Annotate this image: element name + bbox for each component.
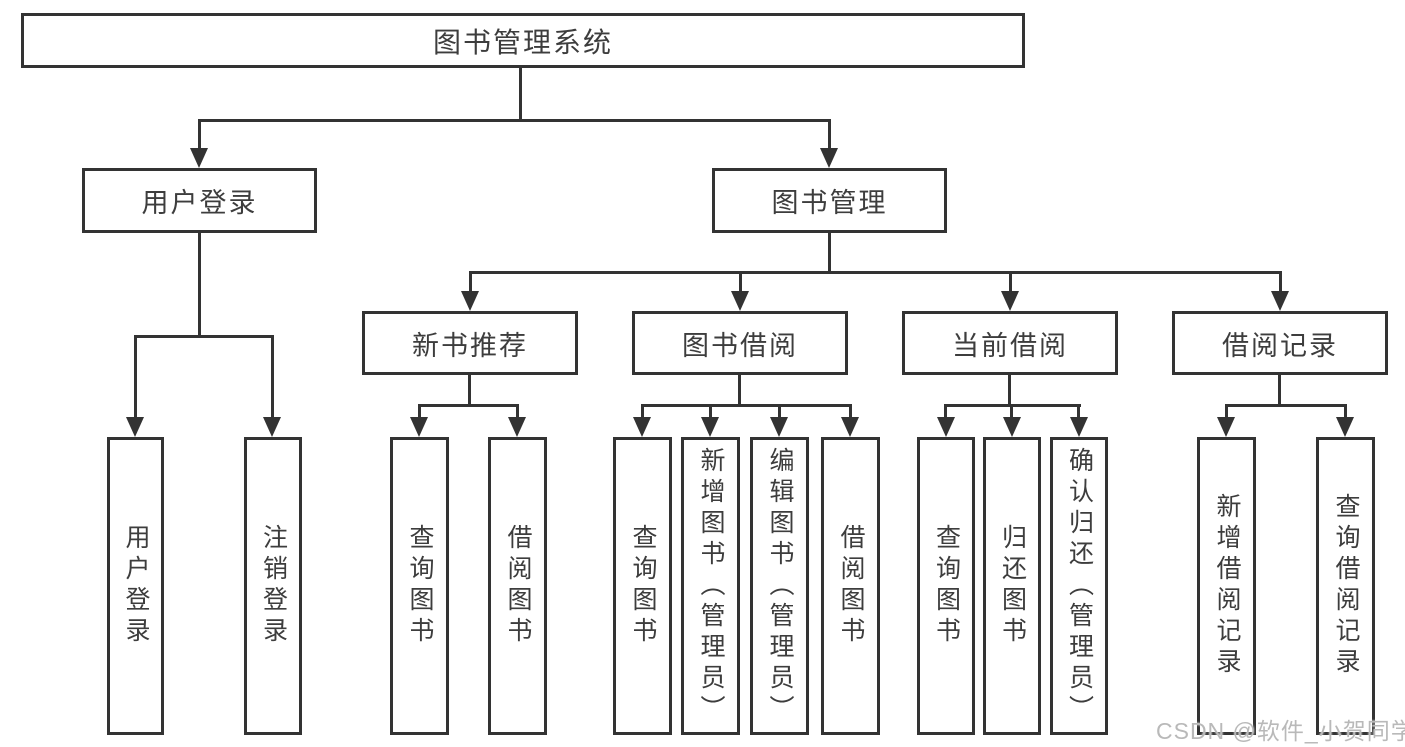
connector-arrowhead-icon bbox=[1001, 291, 1019, 311]
leaf-user-login: 用户登录 bbox=[107, 437, 164, 735]
leaf-label: 查询图书 bbox=[629, 524, 657, 648]
connector-arrowhead-icon bbox=[1271, 291, 1289, 311]
connector-arrowhead-icon bbox=[1003, 417, 1021, 437]
node-label: 借阅记录 bbox=[1222, 330, 1338, 361]
node-book-borrowing: 图书借阅 bbox=[632, 311, 848, 375]
connector-line bbox=[1225, 404, 1347, 407]
leaf-label: 查询借阅记录 bbox=[1332, 493, 1360, 679]
connector-line bbox=[134, 335, 137, 422]
connector-line bbox=[738, 373, 741, 407]
connector-line bbox=[1344, 404, 1347, 422]
leaf-label: 查询图书 bbox=[932, 524, 961, 648]
connector-line bbox=[849, 404, 852, 422]
connector-line bbox=[198, 119, 831, 122]
leaf-cb-query-books: 查询图书 bbox=[917, 437, 975, 735]
connector-arrowhead-icon bbox=[841, 417, 859, 437]
node-label: 当前借阅 bbox=[952, 330, 1068, 361]
connector-line bbox=[1009, 271, 1012, 297]
leaf-label: 借阅图书 bbox=[504, 524, 532, 648]
connector-arrowhead-icon bbox=[461, 291, 479, 311]
leaf-bb-query-books: 查询图书 bbox=[613, 437, 672, 735]
leaf-br-query-borrow-record: 查询借阅记录 bbox=[1316, 437, 1375, 735]
leaf-nb-query-books: 查询图书 bbox=[390, 437, 449, 735]
leaf-bb-edit-books-admin: 编辑图书（管理员） bbox=[750, 437, 809, 735]
connector-arrowhead-icon bbox=[190, 148, 208, 168]
leaf-logout: 注销登录 bbox=[244, 437, 302, 735]
leaf-cb-confirm-return-admin: 确认归还（管理员） bbox=[1050, 437, 1108, 735]
leaf-label: 查询图书 bbox=[406, 524, 434, 648]
leaf-label: 归还图书 bbox=[998, 524, 1027, 648]
connector-arrowhead-icon bbox=[633, 417, 651, 437]
connector-arrowhead-icon bbox=[1070, 417, 1088, 437]
leaf-label: 新增借阅记录 bbox=[1213, 493, 1241, 679]
connector-arrowhead-icon bbox=[937, 417, 955, 437]
connector-line bbox=[1077, 404, 1080, 422]
connector-line bbox=[1225, 404, 1228, 422]
node-label: 用户登录 bbox=[141, 188, 258, 218]
connector-line bbox=[516, 404, 519, 422]
leaf-nb-borrow-books: 借阅图书 bbox=[488, 437, 547, 735]
connector-line bbox=[418, 404, 519, 407]
connector-line bbox=[828, 231, 831, 274]
leaf-label: 用户登录 bbox=[122, 524, 150, 648]
connector-arrowhead-icon bbox=[731, 291, 749, 311]
connector-arrowhead-icon bbox=[263, 417, 281, 437]
node-user-login: 用户登录 bbox=[82, 168, 317, 233]
connector-arrowhead-icon bbox=[1217, 417, 1235, 437]
node-label: 图书管理 bbox=[771, 188, 888, 218]
node-current-borrowing: 当前借阅 bbox=[902, 311, 1118, 375]
connector-arrowhead-icon bbox=[126, 417, 144, 437]
node-label: 图书借阅 bbox=[682, 330, 798, 361]
node-borrowing-records: 借阅记录 bbox=[1172, 311, 1388, 375]
node-new-book-recommendation: 新书推荐 bbox=[362, 311, 578, 375]
leaf-label: 新增图书（管理员） bbox=[697, 446, 725, 726]
leaf-label: 借阅图书 bbox=[837, 524, 865, 648]
node-label: 新书推荐 bbox=[412, 330, 528, 361]
connector-line bbox=[1008, 373, 1011, 407]
watermark: CSDN @软件_小贺同学 bbox=[1156, 718, 1405, 744]
connector-line bbox=[709, 404, 712, 422]
leaf-bb-add-books-admin: 新增图书（管理员） bbox=[681, 437, 740, 735]
node-book-management: 图书管理 bbox=[712, 168, 947, 233]
connector-line bbox=[641, 404, 644, 422]
connector-line bbox=[519, 67, 522, 121]
connector-line bbox=[944, 404, 947, 422]
connector-arrowhead-icon bbox=[770, 417, 788, 437]
node-label: 图书管理系统 bbox=[432, 26, 613, 58]
connector-line bbox=[778, 404, 781, 422]
connector-line bbox=[739, 271, 742, 297]
connector-line bbox=[468, 373, 471, 407]
leaf-bb-borrow-books: 借阅图书 bbox=[821, 437, 880, 735]
node-library-management-system: 图书管理系统 bbox=[21, 13, 1025, 68]
connector-arrowhead-icon bbox=[410, 417, 428, 437]
connector-line bbox=[198, 119, 201, 153]
connector-line bbox=[1278, 373, 1281, 407]
leaf-cb-return-books: 归还图书 bbox=[983, 437, 1041, 735]
connector-arrowhead-icon bbox=[820, 148, 838, 168]
connector-line bbox=[469, 271, 472, 297]
connector-line bbox=[198, 231, 201, 338]
leaf-label: 编辑图书（管理员） bbox=[766, 446, 794, 726]
connector-line bbox=[1279, 271, 1282, 297]
leaf-br-add-borrow-record: 新增借阅记录 bbox=[1197, 437, 1256, 735]
connector-line bbox=[641, 404, 852, 407]
connector-arrowhead-icon bbox=[1336, 417, 1354, 437]
connector-line bbox=[134, 335, 274, 338]
connector-line bbox=[1010, 404, 1013, 422]
connector-line bbox=[469, 271, 1282, 274]
connector-line bbox=[828, 119, 831, 153]
connector-line bbox=[271, 335, 274, 422]
leaf-label: 确认归还（管理员） bbox=[1065, 446, 1094, 726]
connector-line bbox=[418, 404, 421, 422]
connector-arrowhead-icon bbox=[701, 417, 719, 437]
connector-arrowhead-icon bbox=[508, 417, 526, 437]
leaf-label: 注销登录 bbox=[259, 524, 288, 648]
